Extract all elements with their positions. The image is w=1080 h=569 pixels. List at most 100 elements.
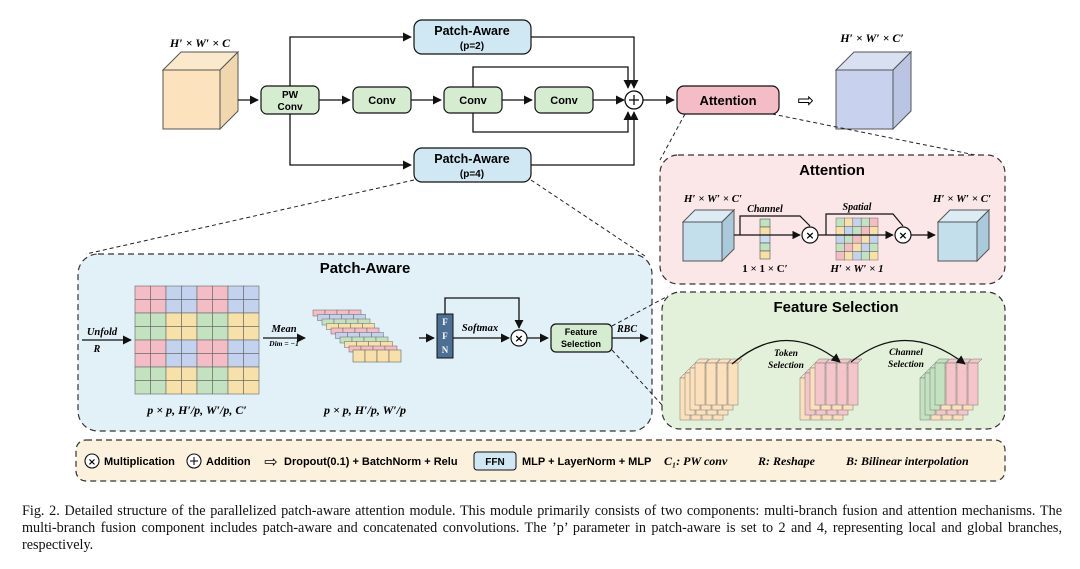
spatial-cell xyxy=(844,251,854,261)
fs-bar xyxy=(705,362,717,406)
fs-bar xyxy=(934,362,946,406)
attention-panel-title: Attention xyxy=(799,162,865,179)
patch-cell xyxy=(181,326,198,341)
spatial-dim-label: H′ × W′ × 1 xyxy=(829,263,883,275)
patch-cell xyxy=(243,299,260,314)
svg-text:×: × xyxy=(514,332,523,345)
patch-cell xyxy=(196,299,213,314)
patch-cell xyxy=(227,299,244,314)
patch-cell xyxy=(181,366,198,381)
fs-bar xyxy=(967,362,979,406)
channel-selection-label-2: Selection xyxy=(888,360,924,370)
patch-cell xyxy=(227,326,244,341)
token-selection-label-2: Selection xyxy=(768,361,804,371)
fs-bar xyxy=(694,362,706,406)
figure-caption: Fig. 2. Detailed structure of the parall… xyxy=(22,503,1062,553)
patch-cell xyxy=(150,299,167,314)
fs-bar xyxy=(727,362,739,406)
spatial-cell xyxy=(852,242,862,252)
legend-addition-label: Addition xyxy=(206,456,251,468)
zoom-line-attention-right xyxy=(771,113,991,159)
attention-mult-node-1: × xyxy=(801,226,819,244)
patch-cell xyxy=(243,366,260,381)
patch-cell xyxy=(212,312,229,327)
legend-ffn-box-label: FFN xyxy=(485,457,504,468)
patch-cell xyxy=(227,353,244,368)
spatial-grid xyxy=(835,217,879,261)
spatial-cell xyxy=(860,217,870,227)
patch-cell xyxy=(134,353,151,368)
patch-cell xyxy=(134,299,151,314)
patch-cell xyxy=(212,353,229,368)
channel-label: Channel xyxy=(747,204,783,215)
patch-cell xyxy=(243,339,260,354)
spatial-cell xyxy=(869,251,879,261)
patch-aware-bottom-p: (p=4) xyxy=(460,169,484,180)
softmax-label: Softmax xyxy=(462,323,498,334)
legend-multiplication-label: Multiplication xyxy=(104,456,175,468)
patch-cell xyxy=(181,339,198,354)
patch-cell xyxy=(134,285,151,300)
spatial-cell xyxy=(835,226,845,236)
conv-label-2: Conv xyxy=(459,95,487,107)
patch-cell xyxy=(134,339,151,354)
zoom-line-attention-left xyxy=(659,113,686,161)
feature-selection-stacks xyxy=(679,358,983,421)
feature-selection-label-1: Feature xyxy=(565,327,598,337)
patch-cell xyxy=(134,380,151,395)
patch-cell xyxy=(165,326,182,341)
fs-bar xyxy=(814,362,826,406)
patch-cell xyxy=(150,326,167,341)
fs-bar xyxy=(945,362,957,406)
patch-cell xyxy=(196,312,213,327)
spatial-cell xyxy=(835,242,845,252)
token-cell-front xyxy=(352,349,366,363)
patch-cell xyxy=(165,353,182,368)
patch-cell xyxy=(243,326,260,341)
legend-panel xyxy=(75,439,1006,482)
output-dim-label: H′ × W′ × C′ xyxy=(839,31,904,45)
spatial-cell xyxy=(852,217,862,227)
patch-aware-top-label: Patch-Aware xyxy=(434,24,510,38)
spatial-cell xyxy=(835,234,845,244)
fs-bar xyxy=(825,362,837,406)
patch-cell xyxy=(150,353,167,368)
channel-selection-label-1: Channel xyxy=(889,348,923,358)
patch-cell xyxy=(134,326,151,341)
attention-mult-node-2: × xyxy=(894,226,912,244)
edge-pw-patchtop xyxy=(289,32,412,86)
fs-bar xyxy=(716,362,728,406)
patch-cell xyxy=(227,285,244,300)
legend-addition-icon xyxy=(186,453,202,469)
patch-cell xyxy=(227,366,244,381)
spatial-cell xyxy=(869,242,879,252)
patch-cell xyxy=(196,353,213,368)
edge-patchbottom-plus xyxy=(531,111,639,166)
spatial-cell xyxy=(869,234,879,244)
edge-skip-mult xyxy=(444,297,524,329)
edge-att-channel-branch xyxy=(739,215,811,235)
spatial-label: Spatial xyxy=(843,202,872,213)
attention-output-cube xyxy=(936,208,991,263)
patch-cell xyxy=(227,312,244,327)
legend-multiplication-icon: × xyxy=(84,453,100,469)
mean-label: Mean xyxy=(270,324,296,335)
legend-r: R: Reshape xyxy=(757,454,816,468)
mean-dim-label: Dim = −1 xyxy=(268,339,299,348)
channel-vector xyxy=(759,218,771,260)
patch-grid-dim-label: p × p, H′/p, W′/p, C′ xyxy=(146,403,246,417)
spatial-cell xyxy=(844,242,854,252)
conv-label-3: Conv xyxy=(550,95,578,107)
spatial-cell xyxy=(852,251,862,261)
fs-bar xyxy=(836,362,848,406)
zoom-line-fs-bottom xyxy=(611,349,663,406)
patch-cell xyxy=(165,312,182,327)
addition-node xyxy=(624,90,644,110)
patch-aware-bottom-label: Patch-Aware xyxy=(434,152,510,166)
attention-in-label: H′ × W′ × C′ xyxy=(683,193,742,205)
output-cube xyxy=(834,50,913,131)
ffn-letter-f2: F xyxy=(442,331,448,341)
patch-cell xyxy=(181,380,198,395)
hollow-arrow-icon: ⇨ xyxy=(798,88,815,112)
